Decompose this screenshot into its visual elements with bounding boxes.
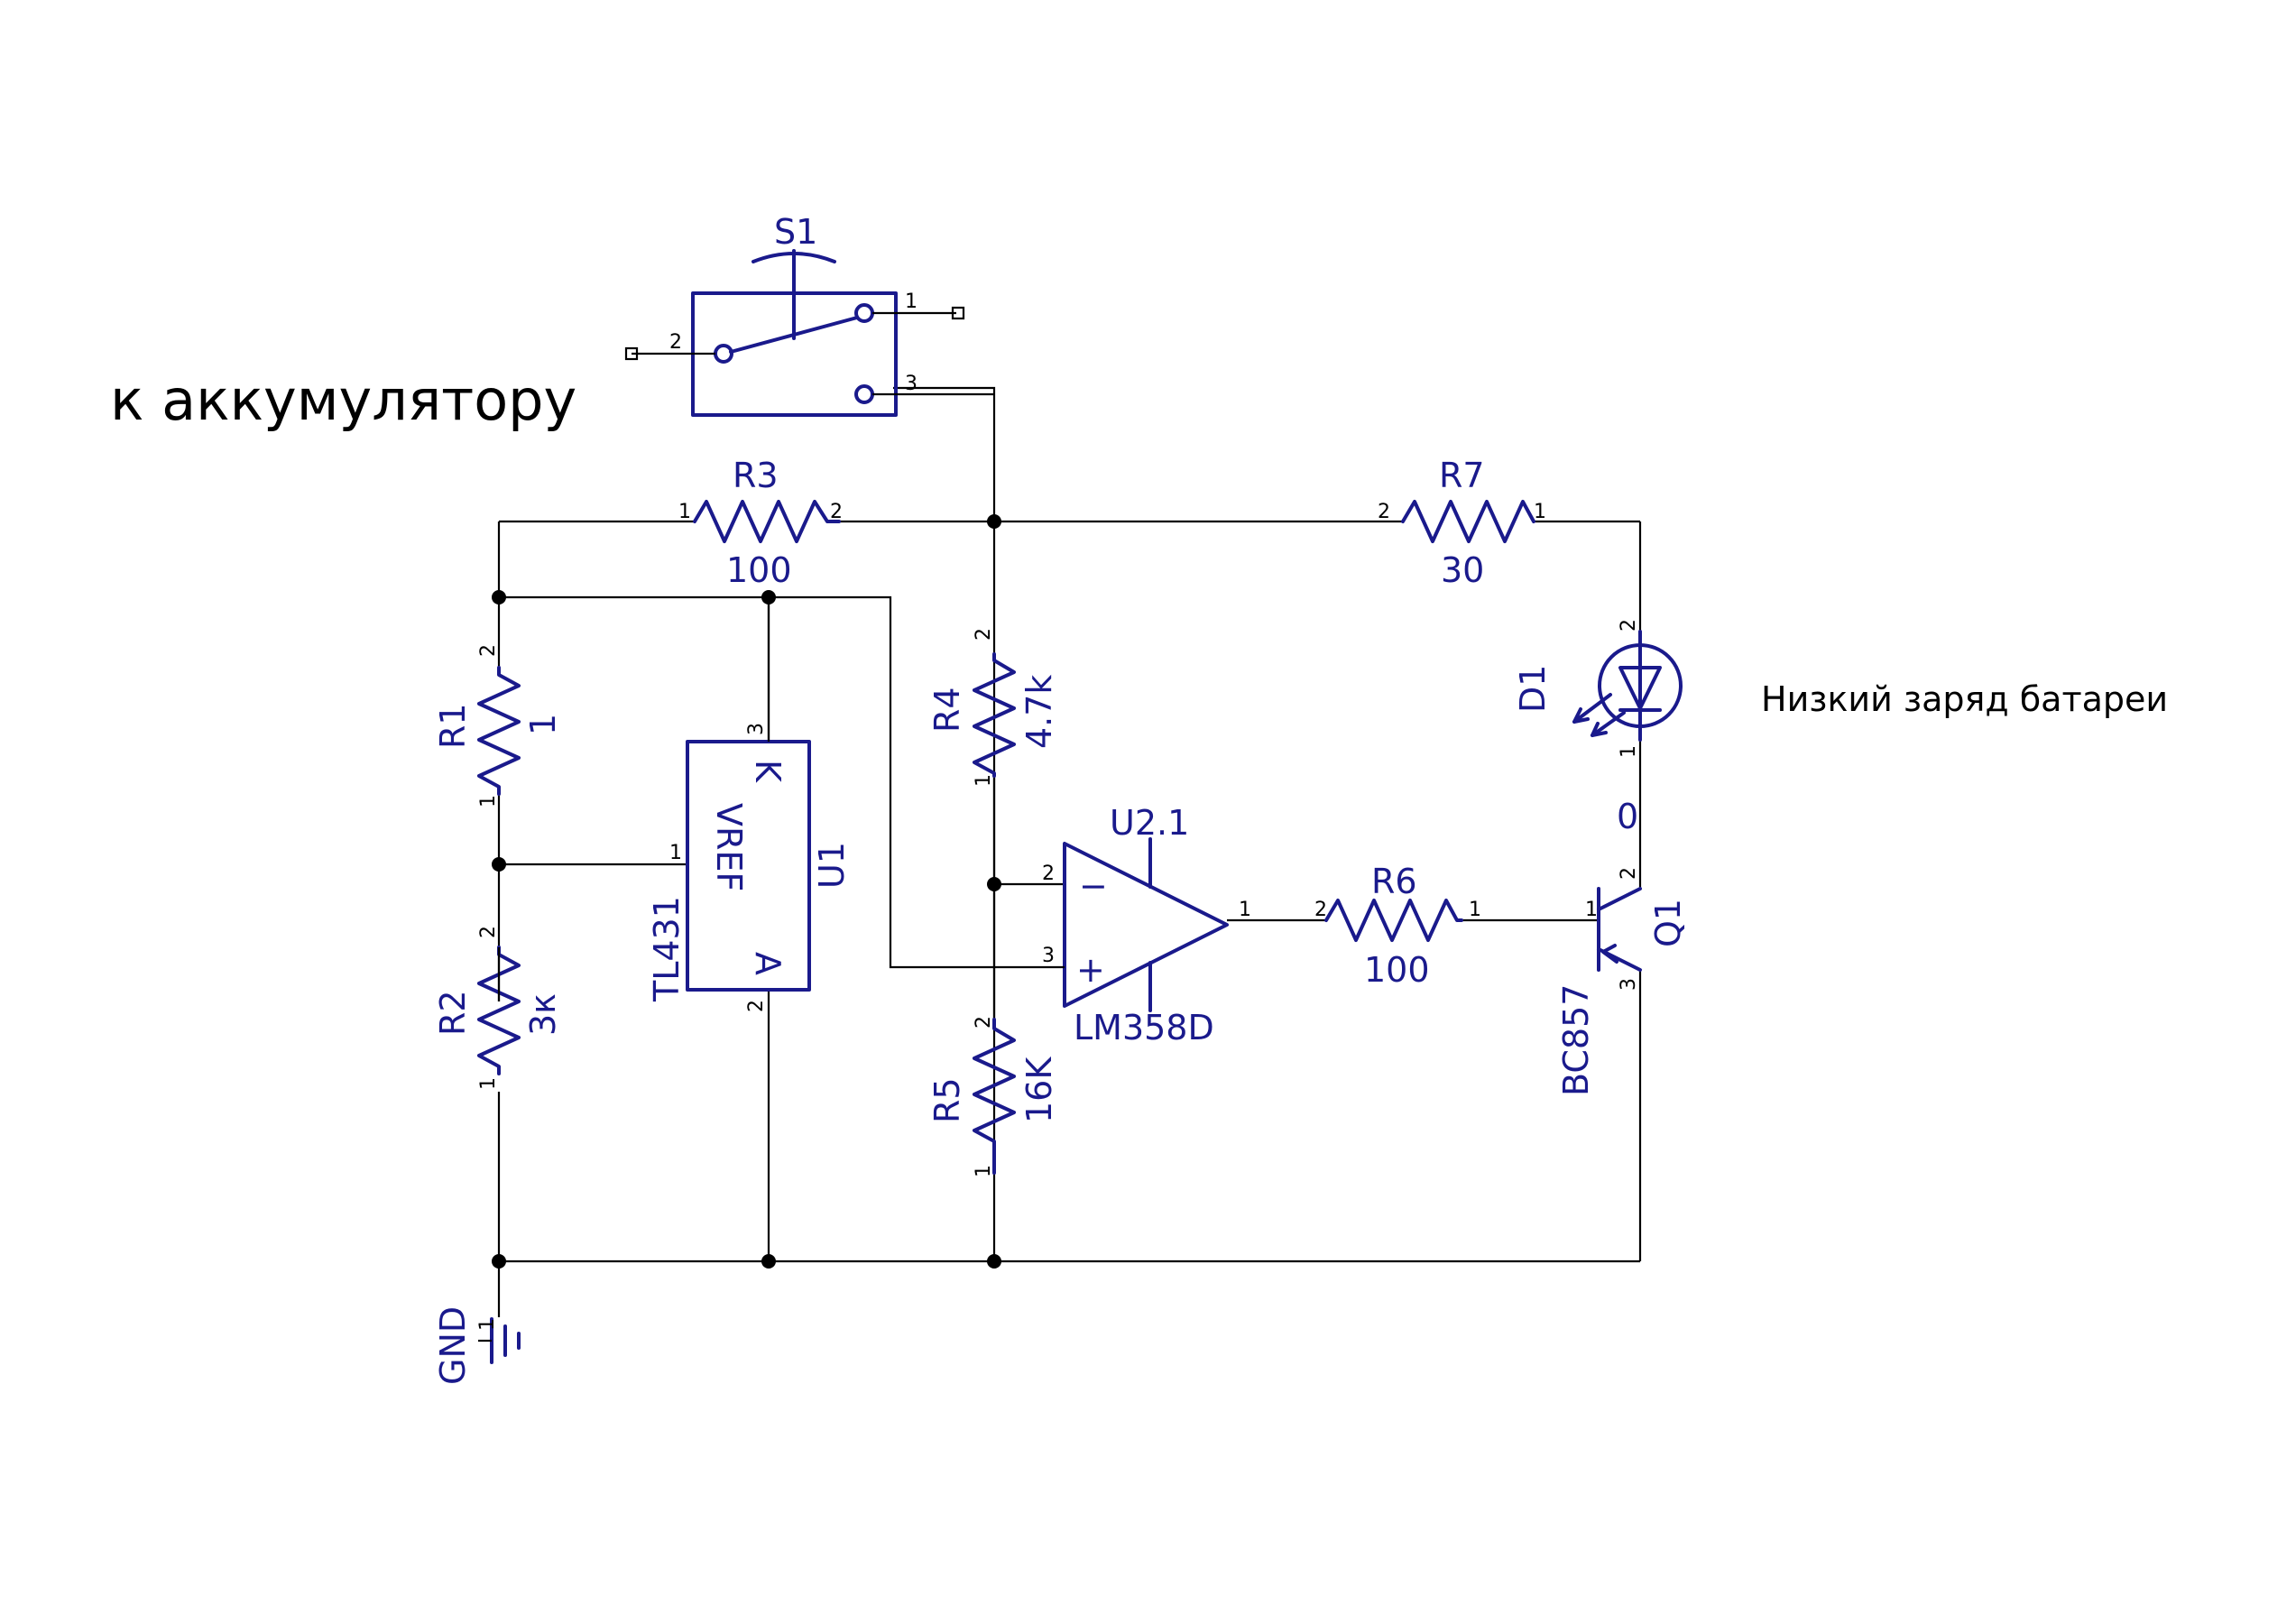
switch-s1: S1 1 2 3 — [624, 212, 994, 417]
battery-note: к аккумулятору — [110, 367, 576, 433]
u2-pin2: 2 — [1042, 863, 1055, 885]
d1-pin1: 1 — [1618, 745, 1640, 758]
r2-ref: R2 — [433, 990, 473, 1036]
transistor-q1: Q1 BC857 1 2 3 — [1556, 867, 1688, 1096]
d1-pin2: 2 — [1618, 619, 1640, 632]
u1-pin3: 3 — [745, 723, 768, 735]
q1-ref: Q1 — [1648, 899, 1688, 947]
resistor-r5: R5 16K 2 1 — [927, 1016, 1059, 1177]
r4-pin1: 1 — [973, 774, 995, 787]
u2-ref: U2.1 — [1110, 803, 1189, 843]
u1-pin1: 1 — [669, 842, 682, 864]
resistor-r7: R7 30 2 1 — [1378, 456, 1546, 590]
u1-pin2: 2 — [745, 1000, 768, 1012]
s1-ref: S1 — [774, 212, 817, 252]
u1-name: VREF — [709, 803, 749, 891]
u2-part: LM358D — [1074, 1008, 1214, 1047]
r7-pin2: 2 — [1378, 501, 1390, 523]
r1-value: 1 — [523, 714, 563, 735]
r4-pin2: 2 — [973, 628, 995, 641]
u1-k-pin: K — [748, 760, 788, 783]
u2-pin3: 3 — [1042, 945, 1055, 967]
s1-pin1: 1 — [905, 291, 917, 313]
r3-pin1: 1 — [678, 501, 691, 523]
gnd-label: GND — [433, 1306, 473, 1385]
q1-part: BC857 — [1556, 984, 1596, 1096]
r7-pin1: 1 — [1534, 501, 1546, 523]
resistor-r6: R6 100 2 1 — [1314, 862, 1481, 990]
s1-pin2: 2 — [669, 331, 682, 354]
ground-symbol: GND 1 — [433, 1306, 521, 1385]
r1-pin1: 1 — [477, 795, 500, 807]
r7-value: 30 — [1441, 550, 1484, 590]
r7-ref: R7 — [1439, 456, 1485, 495]
low-battery-note: Низкий заряд батареи — [1761, 679, 2168, 719]
resistor-r4: R4 4.7k 2 1 — [927, 628, 1059, 787]
u2-pin1: 1 — [1239, 899, 1251, 921]
resistor-r1: R1 1 2 1 — [433, 644, 563, 807]
r3-value: 100 — [726, 550, 792, 590]
u1-ref: U1 — [812, 842, 852, 889]
gnd-pin: 1 — [476, 1318, 499, 1331]
r1-ref: R1 — [433, 703, 473, 749]
u2-minus: − — [1079, 866, 1108, 906]
q1-pin1: 1 — [1585, 899, 1598, 921]
r3-ref: R3 — [733, 456, 779, 495]
r5-value: 16K — [1019, 1057, 1059, 1123]
u1-a-pin: A — [748, 952, 788, 975]
q1-pin3: 3 — [1618, 978, 1640, 991]
resistor-r2: R2 3к 2 1 — [433, 926, 563, 1090]
r6-ref: R6 — [1371, 862, 1417, 901]
r2-pin1: 1 — [477, 1077, 500, 1090]
r5-pin1: 1 — [973, 1165, 995, 1177]
r3-pin2: 2 — [830, 501, 843, 523]
r4-value: 4.7k — [1019, 675, 1059, 749]
u2-plus: + — [1076, 950, 1105, 990]
resistor-r3: R3 100 1 2 — [678, 456, 843, 590]
led-d1: D1 2 1 0 — [1513, 619, 1683, 836]
s1-pin3: 3 — [905, 373, 917, 395]
r1-pin2: 2 — [477, 644, 500, 657]
opamp-u2: U2.1 LM358D − + 2 3 1 — [1042, 803, 1251, 1047]
r6-pin1: 1 — [1469, 899, 1481, 921]
r4-ref: R4 — [927, 687, 967, 733]
q1-pin2: 2 — [1618, 867, 1640, 880]
r6-value: 100 — [1364, 950, 1430, 990]
reference-u1: VREF U1 TL431 K A 3 1 2 — [647, 597, 852, 1012]
u1-part: TL431 — [647, 896, 687, 1002]
r2-value: 3к — [523, 993, 563, 1036]
r6-pin2: 2 — [1314, 899, 1327, 921]
d1-ref: D1 — [1513, 665, 1553, 713]
r2-pin2: 2 — [477, 926, 500, 938]
net-label-zero: 0 — [1617, 797, 1638, 836]
r5-pin2: 2 — [973, 1016, 995, 1029]
r5-ref: R5 — [927, 1077, 967, 1123]
